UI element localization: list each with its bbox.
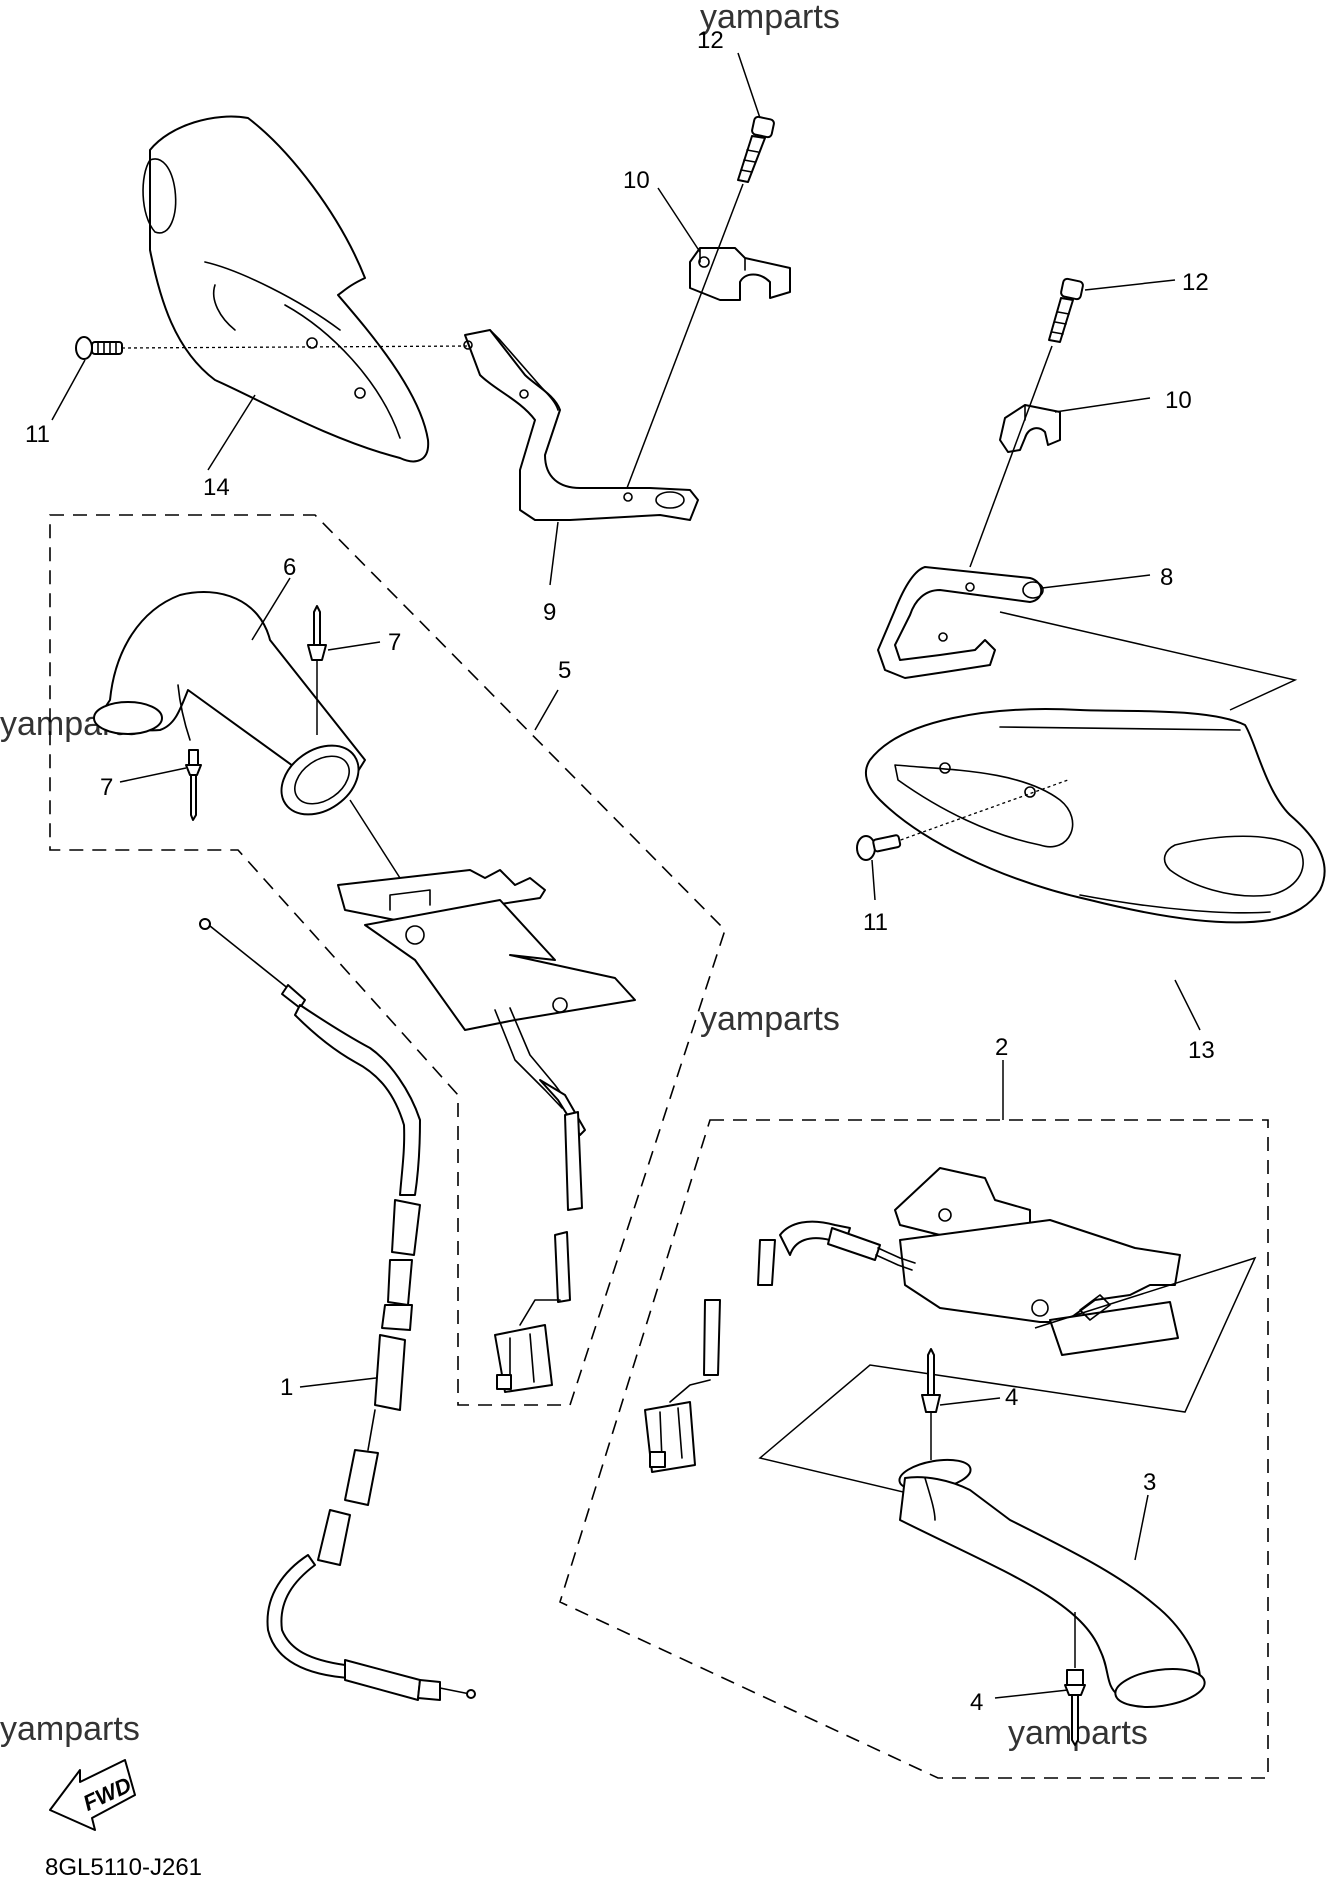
callout-leader-4-bottom — [994, 1689, 1069, 1699]
throttle-cable — [199, 918, 476, 1701]
callout-leader-6 — [251, 577, 291, 641]
watermark-bottom-left: yamparts — [0, 1710, 140, 1748]
grip-to-heater-line — [349, 799, 401, 879]
callout-leader-10-right — [1054, 397, 1151, 413]
callout-1: 1 — [280, 1374, 293, 1401]
callout-11-right: 11 — [863, 909, 888, 936]
right-heater-wire — [703, 1220, 916, 1376]
callout-leader-13 — [1174, 979, 1201, 1031]
top-handlebar-clamp — [689, 247, 791, 301]
right-handlebar-clamp — [999, 404, 1061, 453]
left-heater-connector — [494, 1299, 561, 1393]
callout-12-top: 12 — [697, 27, 724, 54]
callout-leader-3 — [1134, 1494, 1149, 1561]
callout-leader-12-top — [737, 52, 761, 119]
right-heater-element — [894, 1167, 1181, 1356]
left-grip-rivet-top — [307, 605, 327, 661]
callout-leader-9 — [549, 521, 559, 586]
callout-10-right: 10 — [1165, 387, 1192, 414]
right-bracket — [877, 566, 1044, 679]
guard-to-bracket-line — [999, 611, 1298, 711]
callout-4-top: 4 — [1005, 1384, 1018, 1411]
callout-9: 9 — [543, 599, 556, 626]
right-heater-projection-lines — [758, 1256, 1257, 1516]
right-grip-rivet-top — [921, 1348, 941, 1413]
right-heater-connector — [644, 1379, 711, 1473]
callout-leader-4-top — [939, 1397, 1001, 1406]
bolt-axis-line-right — [969, 345, 1053, 568]
forward-direction-arrow: FWD — [49, 1759, 136, 1831]
callout-leader-8 — [1041, 574, 1151, 589]
callout-leader-14 — [207, 394, 256, 471]
right-screw-dotted-line — [894, 779, 1069, 843]
callout-2: 2 — [995, 1034, 1008, 1061]
callout-leader-11-left — [51, 359, 86, 421]
right-grip — [898, 1458, 1206, 1708]
callout-leader-5 — [534, 689, 559, 731]
left-grip — [93, 591, 366, 816]
left-grip-rivet-bottom — [185, 749, 202, 821]
callout-leader-11-right — [871, 859, 876, 901]
callout-8: 8 — [1160, 564, 1173, 591]
callout-12-right: 12 — [1182, 269, 1209, 296]
right-grip-assembly-box — [559, 1119, 1269, 1779]
callout-leader-10-top — [657, 187, 701, 253]
callout-3: 3 — [1143, 1469, 1156, 1496]
callout-7-top: 7 — [388, 629, 401, 656]
callout-11-left: 11 — [25, 421, 50, 448]
left-bracket — [463, 329, 699, 521]
callout-6: 6 — [283, 554, 296, 581]
left-hand-guard — [142, 115, 430, 463]
left-guard-screw — [75, 336, 123, 360]
bolt-axis-line-left — [626, 183, 744, 489]
diagram-code: 8GL5110-J261 — [45, 1854, 202, 1881]
callout-leader-7-bottom — [119, 767, 187, 783]
right-guard-screw — [856, 834, 902, 861]
callout-leader-7-top — [327, 641, 381, 651]
right-clamp-bolt — [1048, 277, 1084, 343]
callout-leader-12-right — [1084, 279, 1176, 291]
callout-5: 5 — [558, 657, 571, 684]
callout-14: 14 — [203, 474, 230, 501]
callout-4-bottom: 4 — [970, 1689, 983, 1716]
left-heater-element — [337, 869, 636, 1031]
watermark-top: yamparts — [700, 0, 840, 36]
top-clamp-bolt — [737, 115, 775, 183]
callout-10-top: 10 — [623, 167, 650, 194]
watermark-center: yamparts — [700, 1000, 840, 1038]
callout-13: 13 — [1188, 1037, 1215, 1064]
left-heater-wire — [494, 1007, 586, 1303]
right-grip-rivet-bottom — [1064, 1669, 1086, 1746]
right-hand-guard — [864, 708, 1326, 924]
callout-leader-1 — [299, 1377, 377, 1388]
callout-7-bottom: 7 — [100, 774, 113, 801]
left-grip-assembly-box — [49, 514, 726, 1406]
screw-to-bracket-dotted-line — [121, 345, 473, 349]
